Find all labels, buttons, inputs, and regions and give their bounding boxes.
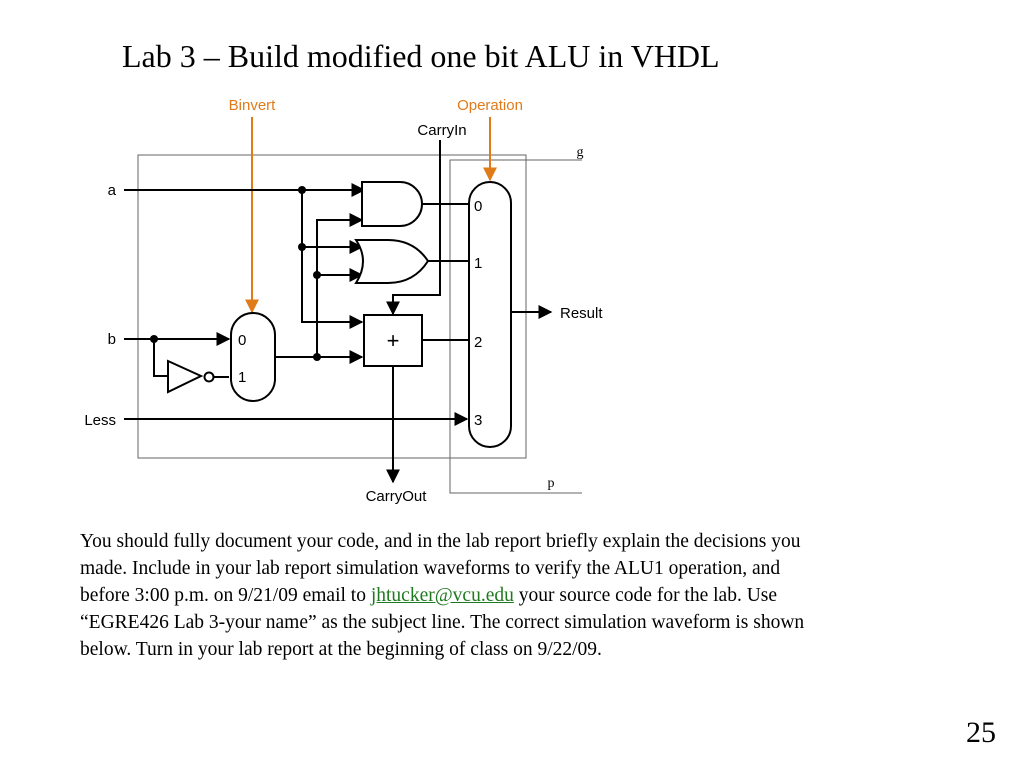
- instructions-line: made. Include in your lab report simulat…: [80, 558, 781, 579]
- inverter: [167, 359, 204, 394]
- instructions-line: below. Turn in your lab report at the be…: [80, 639, 602, 660]
- mux-input-1-label: 1: [474, 255, 482, 272]
- junction-dot: [313, 353, 321, 361]
- instructions-paragraph: You should fully document your code, and…: [80, 528, 960, 663]
- input-a-label: a: [108, 182, 117, 199]
- alu-outer-box: [137, 154, 527, 459]
- adder-plus-sign: +: [387, 328, 400, 353]
- email-link[interactable]: jhtucker@vcu.edu: [370, 585, 514, 606]
- instructions-line: before 3:00 p.m. on 9/21/09 email to: [80, 585, 371, 606]
- mux-input-2-label: 2: [474, 334, 482, 351]
- instructions-line: “EGRE426 Lab 3-your name” as the subject…: [80, 612, 805, 633]
- mux-input-0-label: 0: [474, 198, 482, 215]
- less-label: Less: [84, 412, 116, 429]
- inverter-bubble: [203, 371, 215, 383]
- or-gate: [354, 239, 430, 284]
- adder: [363, 314, 423, 367]
- slide-number: 25: [966, 716, 996, 749]
- result-mux: [468, 181, 512, 448]
- instructions-line: You should fully document your code, and…: [80, 531, 801, 552]
- a-to-adder-wire: [301, 190, 364, 329]
- carry-out-label: CarryOut: [366, 488, 428, 505]
- slide-title: Lab 3 – Build modified one bit ALU in VH…: [122, 38, 720, 74]
- and-gate: [361, 181, 423, 227]
- binvert-mux: [230, 312, 276, 402]
- p-label: p: [548, 476, 555, 491]
- carry-in-line: [386, 140, 441, 316]
- instructions-line: your source code for the lab. Use: [513, 585, 778, 606]
- g-label: g: [577, 145, 584, 160]
- binvert-label: Binvert: [229, 97, 277, 114]
- junction-dot: [298, 243, 306, 251]
- mux-input-3-label: 3: [474, 412, 482, 429]
- junction-dot: [298, 186, 306, 194]
- bmux-input-1-label: 1: [238, 369, 246, 386]
- result-label: Result: [560, 305, 603, 322]
- gp-bracket: [449, 159, 582, 494]
- operation-label: Operation: [457, 97, 523, 114]
- b-to-inverter-wire: [153, 339, 168, 377]
- b-to-and-wire: [275, 213, 364, 358]
- bmux-input-0-label: 0: [238, 332, 246, 349]
- input-b-label: b: [108, 331, 116, 348]
- junction-dot: [313, 271, 321, 279]
- carry-in-label: CarryIn: [417, 122, 466, 139]
